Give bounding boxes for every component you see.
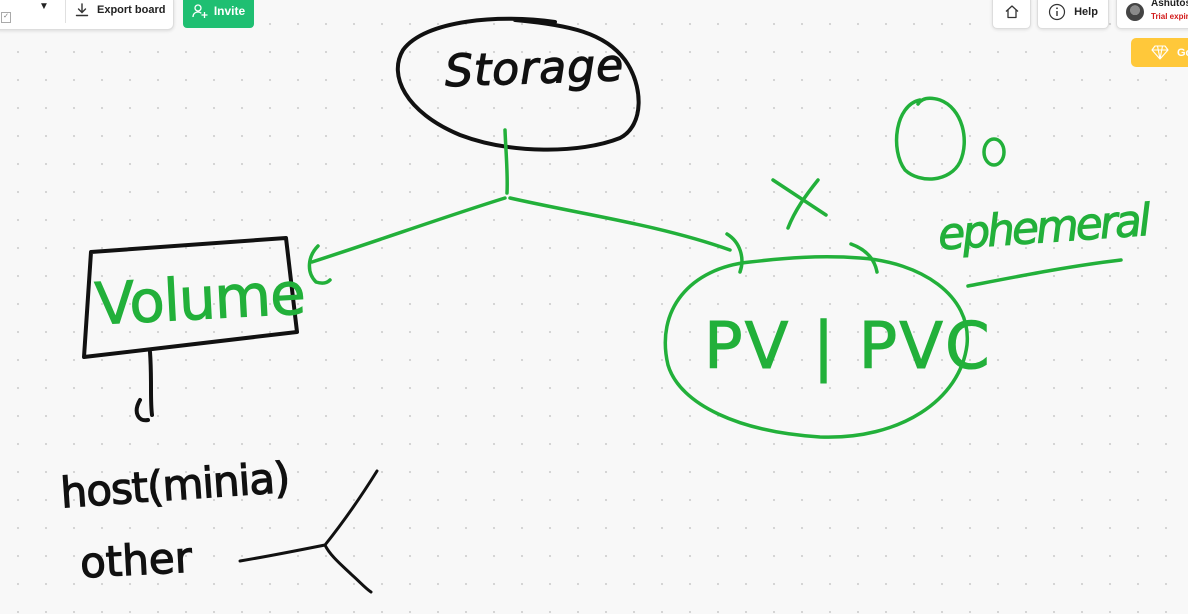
volume-box[interactable]	[82, 236, 299, 359]
arrow-to-pv-head[interactable]	[725, 232, 744, 274]
ephemeral-label: ephemeral	[936, 195, 1153, 261]
add-user-icon	[192, 4, 208, 18]
upgrade-button[interactable]: Go	[1131, 38, 1188, 67]
avatar[interactable]	[1126, 3, 1144, 21]
arrow-to-volume-head[interactable]	[307, 244, 332, 285]
user-name: Ashutos	[1151, 0, 1188, 9]
arrow-to-volume[interactable]	[310, 196, 507, 264]
home-button[interactable]	[992, 0, 1031, 29]
arrow-to-pv[interactable]	[508, 196, 732, 252]
home-icon	[1005, 5, 1018, 19]
branch-line[interactable]	[238, 469, 379, 594]
help-button[interactable]: Help	[1037, 0, 1109, 29]
user-menu[interactable]: Ashutos Trial expir	[1116, 0, 1188, 29]
host-label: host(minia)	[59, 453, 291, 518]
board-toolbar: ✓ ▼ Export board	[0, 0, 174, 30]
other-label: other	[79, 533, 194, 588]
invite-button[interactable]: Invite	[183, 0, 254, 28]
storage-label: Storage	[444, 40, 625, 97]
volume-label: Volume	[93, 260, 306, 339]
ephemeral-underline[interactable]	[966, 258, 1123, 288]
pv-pvc-ellipse[interactable]	[663, 255, 969, 439]
trial-status: Trial expir	[1151, 12, 1188, 21]
edit-icon[interactable]: ✓	[1, 12, 11, 23]
big-circle[interactable]	[894, 96, 966, 181]
export-board-label: Export board	[97, 4, 166, 16]
chevron-down-icon[interactable]: ▼	[39, 1, 49, 12]
info-icon	[1048, 3, 1066, 20]
storage-ellipse[interactable]	[395, 16, 641, 152]
export-board-button[interactable]: Export board	[75, 0, 165, 21]
storage-stem[interactable]	[503, 128, 509, 195]
pv-pvc-label: PV | PVC	[704, 310, 992, 384]
x-mark[interactable]	[771, 178, 828, 230]
toolbar-divider	[65, 0, 66, 23]
small-circle[interactable]	[982, 137, 1006, 167]
upgrade-label: Go	[1177, 46, 1188, 59]
pv-pvc-ellipse-tail[interactable]	[849, 242, 879, 274]
invite-label: Invite	[213, 4, 246, 18]
help-label: Help	[1074, 5, 1098, 18]
diamond-icon	[1151, 45, 1169, 60]
download-icon	[75, 3, 89, 17]
volume-connector[interactable]	[134, 350, 154, 423]
